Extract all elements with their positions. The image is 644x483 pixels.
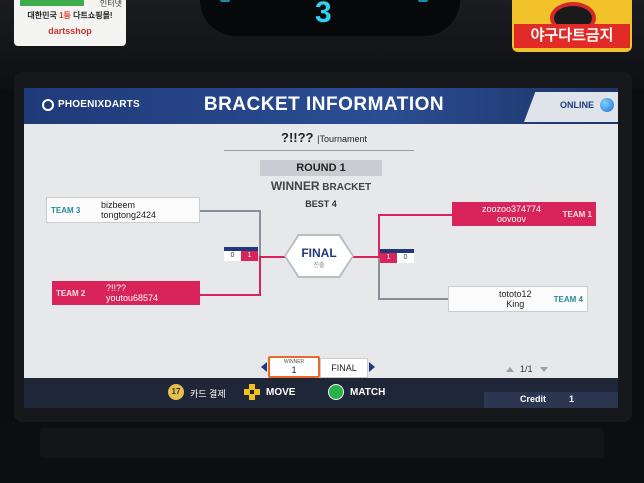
led-segment: [220, 0, 230, 2]
tab-final[interactable]: FINAL: [320, 358, 368, 378]
match-label: MATCH: [350, 387, 386, 398]
team-label: TEAM 3: [51, 206, 81, 215]
final-node: [286, 236, 352, 276]
sticker-brand: dartsshop: [48, 26, 92, 36]
title-underline: [224, 150, 414, 151]
led-segment: [418, 0, 428, 2]
tab-winner-value: 1: [291, 365, 297, 375]
match-button-icon: [328, 384, 344, 400]
final-sublabel: 진출: [313, 263, 325, 269]
bracket-line: [198, 210, 260, 212]
sticker-slogan: 대한민국 1등 다트쇼핑몰!: [27, 11, 113, 20]
no-baseball-text: 야구다트금지: [514, 24, 630, 48]
prev-arrow-icon[interactable]: [261, 362, 267, 372]
team-players: ?!!??youtou68574: [106, 283, 159, 303]
bracket-line: [260, 256, 286, 258]
score-value: 1: [380, 253, 397, 263]
score-value: 0: [224, 251, 241, 261]
bracket-line: [259, 256, 261, 296]
match-score-left: 0 1: [224, 247, 258, 261]
bracket-line: [378, 298, 448, 300]
phoenix-logo-icon: [42, 99, 54, 111]
dpad-move-icon: [244, 384, 260, 400]
best-of-label: BEST 4: [305, 199, 337, 209]
cabinet-shelf: [40, 428, 604, 458]
brand-logo: PHOENIXDARTS: [58, 99, 140, 110]
bracket-line: [378, 256, 380, 300]
credit-value: 1: [569, 394, 575, 404]
team-slot-2[interactable]: TEAM 2 ?!!??youtou68574: [52, 281, 200, 305]
footer-bar: 17 카드 결제 MOVE MATCH Credit 1: [24, 378, 618, 408]
led-scoreboard: 3: [200, 0, 460, 36]
bracket-line: [378, 214, 454, 216]
page-title: BRACKET INFORMATION: [203, 94, 445, 115]
tab-winner[interactable]: WINNER 1: [268, 356, 320, 378]
match-score-right: 1 0: [380, 249, 414, 263]
final-label: FINAL: [301, 246, 337, 260]
credit-bar: [484, 392, 618, 408]
move-label: MOVE: [266, 387, 296, 398]
card-payment-icon: 17: [168, 384, 184, 400]
online-label: ONLINE: [560, 100, 595, 110]
team-label: TEAM 4: [553, 295, 583, 304]
round-label: ROUND 1: [260, 160, 382, 176]
tournament-name: ?!!?? |Tournament: [281, 130, 367, 145]
team-label: TEAM 1: [562, 210, 592, 219]
credit-label: Credit: [520, 394, 547, 404]
score-header: [380, 249, 414, 253]
globe-icon: [600, 98, 614, 112]
bracket-line: [352, 256, 380, 258]
score-value: 1: [241, 251, 258, 261]
bracket-line: [259, 210, 261, 258]
screen: PHOENIXDARTS BRACKET INFORMATION ONLINE …: [24, 88, 618, 408]
bracket-line: [200, 294, 260, 296]
team-label: TEAM 2: [56, 289, 86, 298]
page-up-icon[interactable]: [506, 367, 514, 372]
header-bar: [24, 88, 618, 124]
card-payment-label: 카드 결제: [190, 389, 226, 399]
no-baseball-sticker: 야구다트금지: [512, 0, 632, 52]
tab-winner-caption: WINNER: [283, 359, 305, 365]
next-arrow-icon[interactable]: [369, 362, 375, 372]
page-indicator: 1/1: [520, 364, 533, 374]
dartsshop-sticker: 인터넷 대한민국 1등 다트쇼핑몰! dartsshop: [14, 0, 126, 46]
led-digit: 3: [315, 0, 332, 29]
bracket-line: [378, 214, 380, 258]
sticker-top-text: 인터넷: [99, 0, 122, 8]
page-down-icon[interactable]: [540, 367, 548, 372]
score-value: 0: [397, 253, 414, 263]
bracket-label: WINNER BRACKET: [270, 179, 372, 193]
score-header: [224, 247, 258, 251]
sticker-stripe: [20, 0, 84, 6]
